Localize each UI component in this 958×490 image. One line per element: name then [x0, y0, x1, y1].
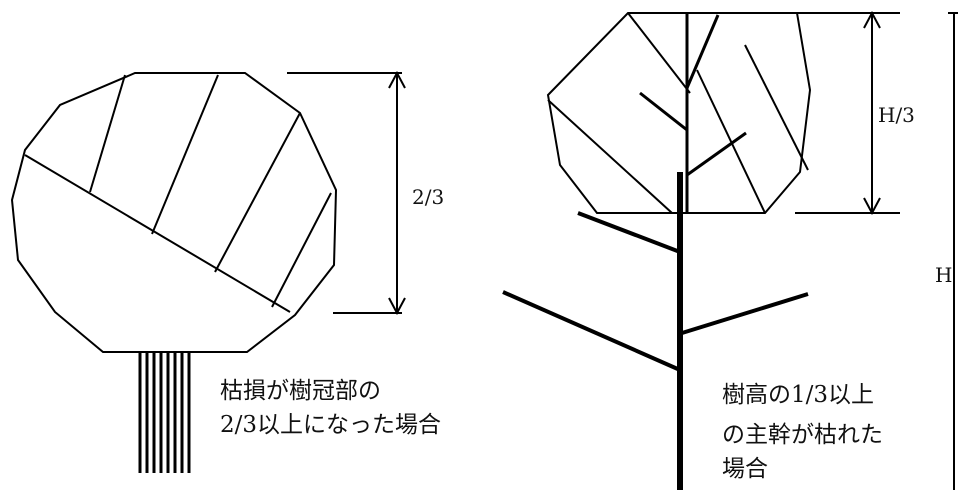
- left-caption-line-1: 枯損が樹冠部の: [220, 378, 381, 404]
- left-dimension-label: 2/3: [412, 185, 445, 209]
- right-height-dimension-marker: [948, 12, 958, 490]
- right-caption-line-1: 樹高の1/3以上: [722, 382, 875, 408]
- left-tree: [10, 70, 406, 353]
- right-height-label: H: [935, 263, 953, 287]
- left-tree-hatch-lines: [89, 74, 332, 308]
- right-crown-dimension-label: H/3: [878, 103, 915, 127]
- left-tree-trunk: [138, 352, 191, 473]
- right-tree-crown: [546, 10, 958, 490]
- left-dimension-marker: [287, 70, 406, 316]
- right-tree-branches: [502, 211, 809, 372]
- left-tree-dead-boundary: [24, 154, 291, 313]
- right-caption-line-2: の主幹が枯れた: [722, 422, 883, 448]
- right-caption-line-3: 場合: [722, 456, 768, 482]
- right-tree-dead-stem: [639, 13, 747, 213]
- right-crown-dimension-marker: [795, 10, 900, 216]
- left-caption-line-2: 2/3以上になった場合: [220, 412, 442, 438]
